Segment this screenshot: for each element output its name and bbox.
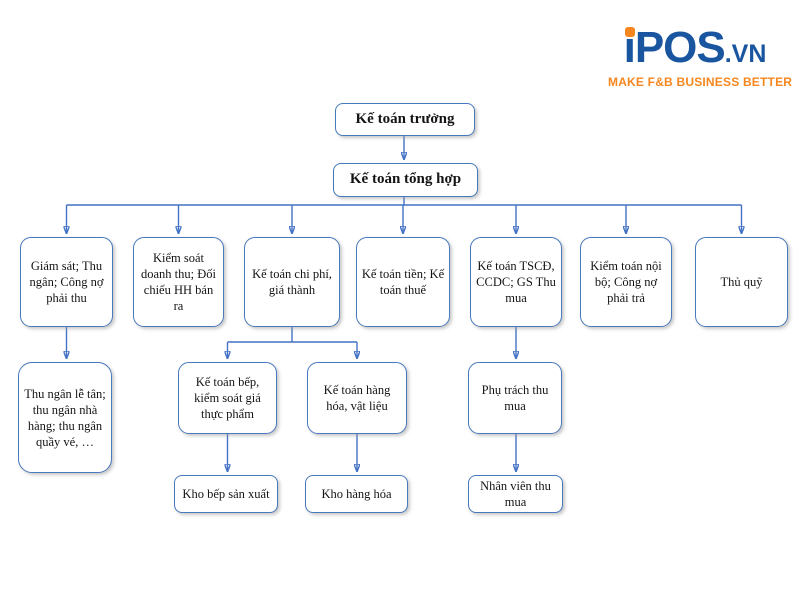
node-ke-toan-tien-thue: Kế toán tiền; Kế toán thuế	[356, 237, 450, 327]
ipos-logo-wordmark: ı POS.vn	[608, 26, 782, 70]
logo-letter-i: ı	[624, 26, 636, 70]
logo-i-dot	[624, 27, 635, 37]
node-ke-toan-bep: Kế toán bếp, kiểm soát giá thực phẩm	[178, 362, 277, 434]
logo-vn-text: .vn	[724, 40, 767, 68]
node-thu-ngan-le-tan: Thu ngân lễ tân; thu ngân nhà hàng; thu …	[18, 362, 112, 473]
node-ke-toan-truong: Kế toán trưởng	[335, 103, 475, 136]
node-ke-toan-chi-phi: Kế toán chi phí, giá thành	[244, 237, 340, 327]
node-nhan-vien-thu-mua: Nhân viên thu mua	[468, 475, 563, 513]
node-ke-toan-tong-hop: Kế toán tổng hợp	[333, 163, 478, 197]
node-kiem-toan-noi-bo: Kiểm toán nội bộ; Công nợ phải trả	[580, 237, 672, 327]
node-kho-hang-hoa: Kho hàng hóa	[305, 475, 408, 513]
node-kho-bep-san-xuat: Kho bếp sản xuất	[174, 475, 278, 513]
ipos-logo: ı POS.vn MAKE F&B BUSINESS BETTER	[608, 26, 793, 90]
logo-pos-text: POS	[634, 23, 726, 72]
logo-tagline: MAKE F&B BUSINESS BETTER	[608, 75, 793, 89]
node-ke-toan-hang-hoa: Kế toán hàng hóa, vật liệu	[307, 362, 407, 434]
node-thu-quy: Thủ quỹ	[695, 237, 788, 327]
node-phu-trach-thu-mua: Phụ trách thu mua	[468, 362, 562, 434]
node-ke-toan-tscd: Kế toán TSCĐ, CCDC; GS Thu mua	[470, 237, 562, 327]
node-kiem-soat-doanh-thu: Kiểm soát doanh thu; Đối chiếu HH bán ra	[133, 237, 224, 327]
node-giam-sat-thu-ngan: Giám sát; Thu ngân; Công nợ phải thu	[20, 237, 113, 327]
